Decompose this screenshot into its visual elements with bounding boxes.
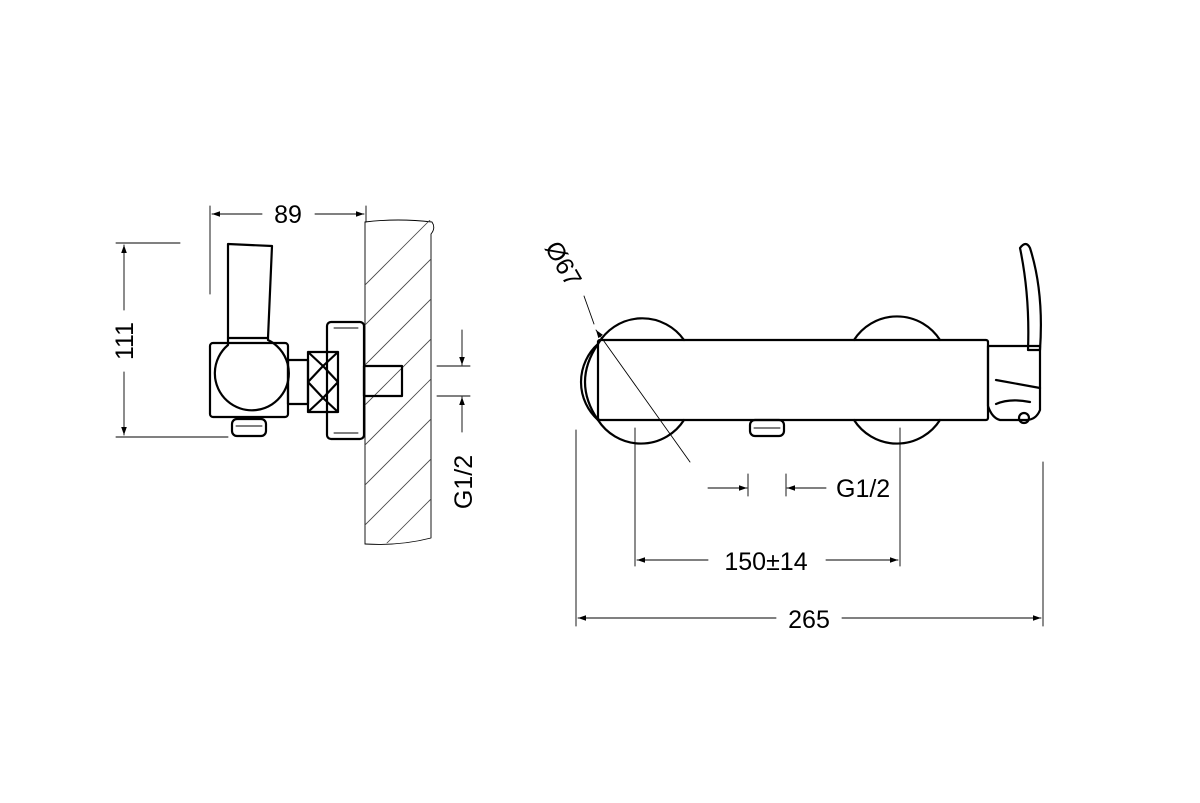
dim-center-distance: 150±14 bbox=[724, 548, 807, 576]
side-view: 89 111 G1/2 bbox=[111, 201, 478, 545]
right-rosette bbox=[852, 315, 942, 445]
side-outlet bbox=[230, 417, 268, 438]
side-thread-stem bbox=[362, 364, 404, 398]
dim-depth: 89 bbox=[274, 201, 302, 229]
front-view: Ø67 G1/2 150±14 265 bbox=[539, 237, 1044, 634]
side-hex-nut bbox=[306, 350, 340, 414]
side-body bbox=[208, 341, 290, 419]
side-lever bbox=[226, 242, 274, 340]
mixer-body bbox=[596, 338, 990, 422]
dim-diameter: Ø67 bbox=[539, 237, 587, 292]
front-outlet bbox=[748, 418, 786, 438]
cartridge-housing bbox=[986, 344, 1042, 422]
wall-section bbox=[364, 219, 435, 545]
left-rosette bbox=[583, 317, 686, 445]
front-lever bbox=[1018, 242, 1042, 352]
dim-overall-width: 265 bbox=[788, 606, 830, 634]
side-escutcheon bbox=[325, 320, 366, 441]
dim-front-thread: G1/2 bbox=[836, 475, 890, 503]
side-cartridge bbox=[213, 336, 290, 412]
side-connector bbox=[286, 358, 310, 406]
dim-side-thread: G1/2 bbox=[450, 455, 478, 509]
dim-height: 111 bbox=[111, 322, 139, 360]
